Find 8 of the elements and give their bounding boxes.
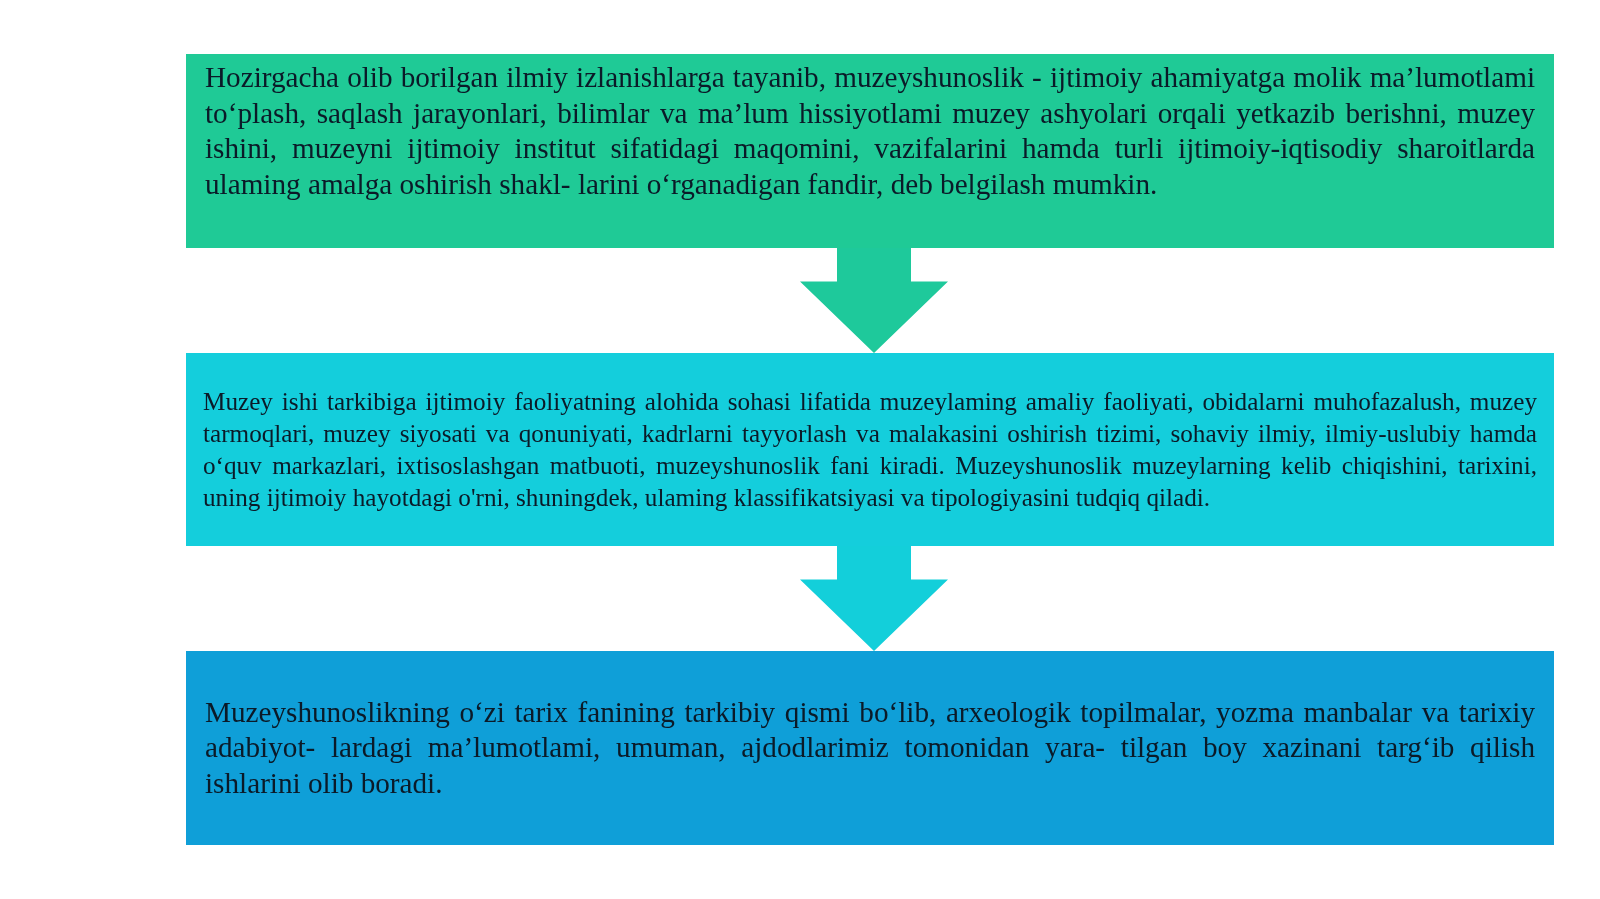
down-arrow	[800, 248, 948, 353]
text-box	[186, 651, 1554, 845]
paragraph: Hozirgacha olib borilgan ilmiy izlanishlarga tayanib, muzeyshunoslik - ijtimoiy ahamiyatga molik ma’lumotlami to‘plash, saqlash jarayonlari, bilimlar va ma’lum hissiyotlami muzey ashyolari orqali yetkazib berishni, muzey ishini, muzeyni ijtimoiy institut sifatidagi maqomini, vazifalarini hamda turli ijtimoiy-iqtisodiy sharoitlarda ulaming amalga oshirish shakl- larini o‘rganadigan fandir, deb belgilash mumkin.	[205, 60, 1535, 202]
paragraph: Muzeyshunoslikning o‘zi tarix fanining tarkibiy qismi bo‘lib, arxeologik topilmalar, yozma manbalar va tarixiy adabiyot- lardagi ma’lumotlami, umuman, ajdodlarimiz tomonidan yara- tilgan boy xazinani targ‘ib qilish ishlarini olib boradi.	[205, 694, 1535, 801]
paragraph: Muzey ishi tarkibiga ijtimoiy faoliyatning alohida sohasi lifatida muzeylaming amaliy faoliyati, obidalarni muhofazalush, muzey tarmoqlari, muzey siyosati va qonuniyati, kadrlarni tayyorlash va malakasini oshirish tizimi, sohaviy ilmiy, ilmiy-uslubiy hamda o‘quv markazlari, ixtisoslashgan matbuoti, muzeyshunoslik fani kiradi. Muzeyshunoslik muzeylarning kelib chiqishini, tarixini, uning ijtimoiy hayotdagi o'rni, shuningdek, ulaming klassifikatsiyasi va tipologiyasini tudqiq qiladi.	[203, 386, 1537, 513]
text-box	[186, 54, 1554, 248]
text-box	[186, 353, 1554, 546]
down-arrow	[800, 546, 948, 651]
